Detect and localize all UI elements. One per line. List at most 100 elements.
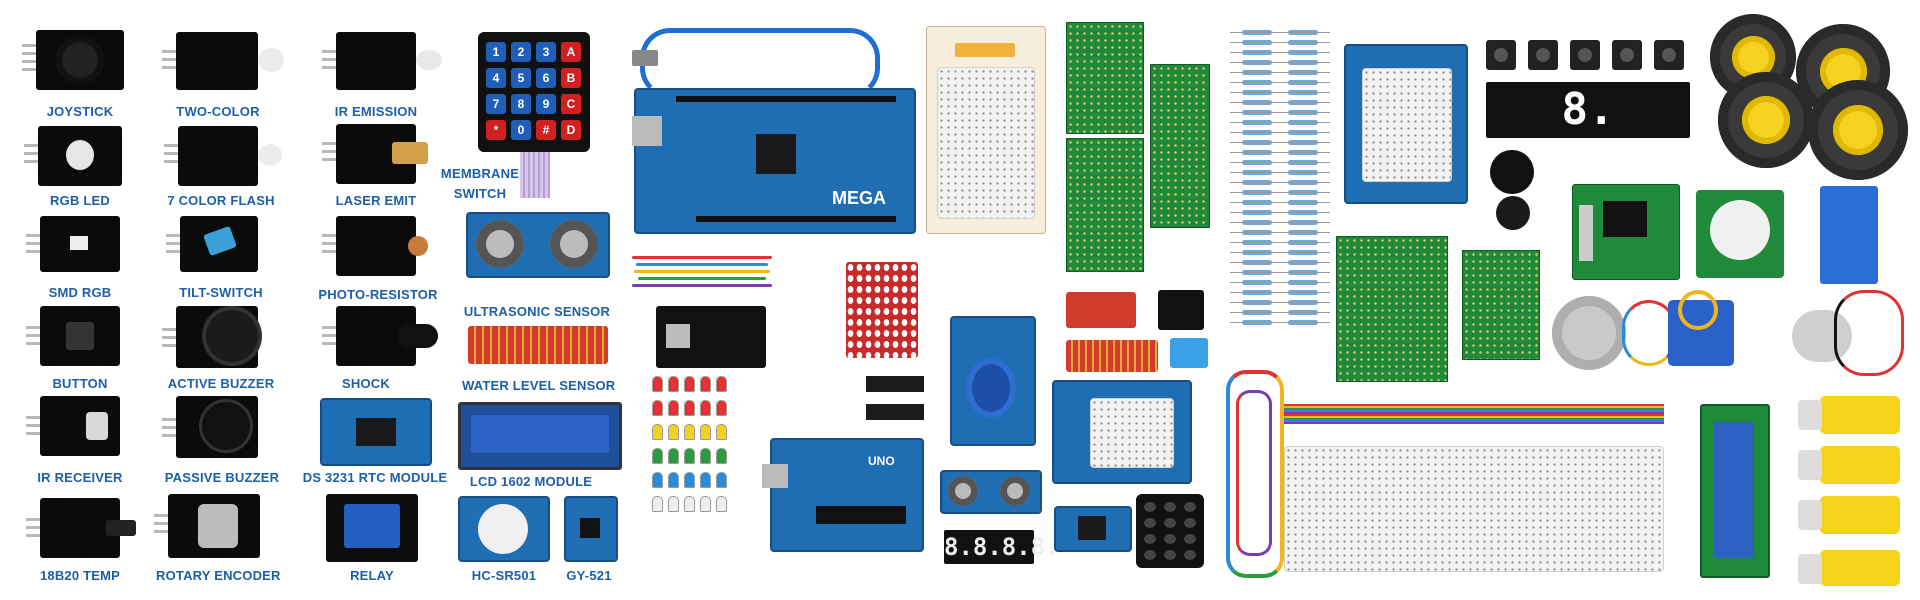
keypad-key: #: [536, 120, 556, 140]
remote-button: [1164, 534, 1176, 544]
label-tilt-switch: TILT-SWITCH: [179, 285, 263, 300]
resistor: [1276, 70, 1330, 75]
resistor: [1230, 200, 1284, 205]
resistor: [1276, 310, 1330, 315]
stepper-motor: [1552, 296, 1626, 370]
label-passive-buzzer: PASSIVE BUZZER: [164, 470, 280, 485]
resistor: [1230, 60, 1284, 65]
resistor: [1230, 110, 1284, 115]
resistor: [1276, 130, 1330, 135]
keypad-key: 7: [486, 94, 506, 114]
led: [700, 472, 711, 488]
rtc-module: [320, 398, 432, 466]
resistor: [1276, 170, 1330, 175]
resistor: [1230, 50, 1284, 55]
resistor: [1230, 320, 1284, 325]
label-button: BUTTON: [52, 376, 108, 391]
keypad-key: 2: [511, 42, 531, 62]
buzzer-2: [1496, 196, 1530, 230]
resistor: [1276, 210, 1330, 215]
led: [716, 400, 727, 416]
led: [668, 448, 679, 464]
remote-button: [1184, 534, 1196, 544]
arduino-mega-board: MEGA: [632, 88, 916, 234]
resistor: [1276, 50, 1330, 55]
resistor: [1230, 70, 1284, 75]
usb-plug: [632, 50, 658, 66]
led: [668, 400, 679, 416]
jumper-ribbon: [1284, 404, 1664, 424]
keypad-key: A: [561, 42, 581, 62]
remote-button: [1144, 518, 1156, 528]
remote-button: [1144, 502, 1156, 512]
led: [700, 400, 711, 416]
resistor: [1276, 110, 1330, 115]
label-color-flash: 7 COLOR FLASH: [167, 193, 275, 208]
tilt-switch-module: [166, 216, 258, 272]
resistor: [1276, 270, 1330, 275]
resistor: [1230, 290, 1284, 295]
resistor: [1230, 80, 1284, 85]
keypad-key: 6: [536, 68, 556, 88]
resistor: [1276, 40, 1330, 45]
ic-chips: [866, 376, 926, 436]
keypad-key: 5: [511, 68, 531, 88]
resistor: [1276, 230, 1330, 235]
breadboard-small: [926, 26, 1046, 234]
resistor: [1276, 190, 1330, 195]
resistor: [1276, 200, 1330, 205]
led: [668, 424, 679, 440]
red-sensor-module: [1066, 292, 1136, 328]
led: [716, 472, 727, 488]
resistor: [1276, 260, 1330, 265]
label-pir: HC-SR501: [471, 568, 537, 583]
lcd-1602-module: [458, 402, 622, 470]
label-lcd: LCD 1602 MODULE: [469, 474, 593, 489]
label-shock: SHOCK: [342, 376, 390, 391]
keypad-key: 0: [511, 120, 531, 140]
remote-button: [1184, 550, 1196, 560]
led: [684, 376, 695, 392]
buzzer: [1490, 150, 1534, 194]
pcb-stack-1: [1066, 22, 1144, 134]
label-relay: RELAY: [350, 568, 394, 583]
label-smd-rgb: SMD RGB: [48, 285, 112, 300]
resistor: [1230, 230, 1284, 235]
resistor: [1230, 40, 1284, 45]
resistor: [1276, 290, 1330, 295]
led: [652, 472, 663, 488]
jumper-bundle-curly: [1222, 370, 1284, 578]
label-gy521: GY-521: [566, 568, 612, 583]
resistor: [1276, 150, 1330, 155]
label-water-level: WATER LEVEL SENSOR: [462, 378, 616, 393]
resistor: [1276, 100, 1330, 105]
yellow-motor-4: [1798, 550, 1900, 586]
seven-segment-large: 8. 8.8.8.8.: [1486, 82, 1698, 191]
photo-resistor-module: [322, 216, 428, 276]
resistor: [1230, 170, 1284, 175]
resistor: [1276, 80, 1330, 85]
label-rgb-led: RGB LED: [50, 193, 110, 208]
pir-right: [1696, 190, 1784, 278]
resistor: [1230, 300, 1284, 305]
dht-sensor: [1170, 338, 1208, 368]
resistor: [1276, 60, 1330, 65]
keypad-ribbon: [520, 152, 550, 198]
rtc-mini: [1054, 506, 1132, 552]
water-sensor-mini: [1066, 340, 1158, 372]
yellow-motor-1: [1798, 396, 1900, 434]
led: [668, 472, 679, 488]
label-ir-receiver: IR RECEIVER: [37, 470, 123, 485]
led: [700, 496, 711, 512]
ultrasonic-sensor: [466, 212, 610, 278]
push-buttons: [1486, 40, 1690, 74]
two-color-module: [162, 32, 284, 90]
yellow-motor-3: [1798, 496, 1900, 534]
wheel-3: [1718, 72, 1814, 168]
resistor: [1276, 300, 1330, 305]
resistor: [1230, 240, 1284, 245]
jumper-wires-bundle: [632, 250, 772, 292]
keypad-key: 4: [486, 68, 506, 88]
resistor: [1230, 280, 1284, 285]
